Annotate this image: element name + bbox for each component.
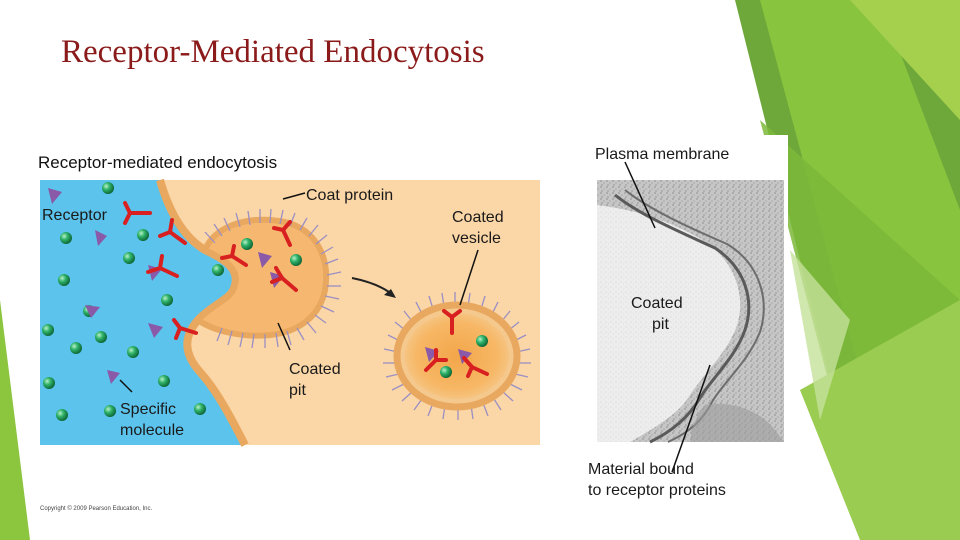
copyright-text: Copyright © 2009 Pearson Education, Inc.	[40, 505, 152, 512]
label-coated-pit-1: Coated	[289, 361, 341, 378]
label-material-bound-2: to receptor proteins	[588, 482, 726, 499]
label-coated-vesicle-2: vesicle	[452, 230, 501, 247]
label-em-coated-pit-2: pit	[652, 316, 669, 333]
label-specific-molecule-2: molecule	[120, 422, 184, 439]
label-coat-protein: Coat protein	[306, 187, 393, 204]
label-coated-pit-2: pit	[289, 382, 306, 399]
label-specific-molecule-1: Specific	[120, 401, 176, 418]
label-em-coated-pit-1: Coated	[631, 295, 683, 312]
figure-heading: Receptor-mediated endocytosis	[38, 153, 277, 172]
label-receptor: Receptor	[42, 207, 108, 224]
electron-micrograph	[597, 180, 784, 442]
label-plasma-membrane: Plasma membrane	[595, 146, 729, 163]
label-coated-vesicle-1: Coated	[452, 209, 504, 226]
label-material-bound-1: Material bound	[588, 461, 694, 478]
